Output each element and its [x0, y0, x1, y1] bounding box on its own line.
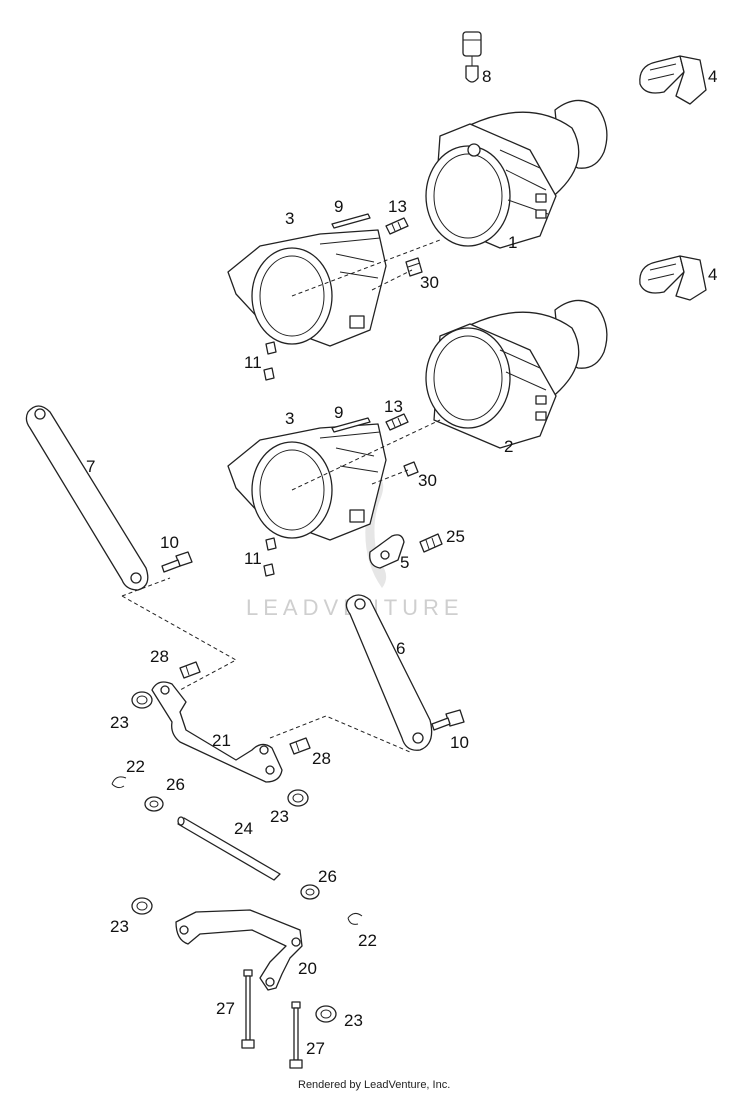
part-6-bracket-arm: [345, 594, 433, 751]
callout-5: 5: [400, 553, 409, 572]
part-28-bolt-top: [179, 661, 201, 679]
assembly-line-middle: [291, 419, 441, 491]
assembly-line-top: [291, 239, 441, 297]
callout-20: 20: [298, 959, 317, 978]
part-21-bracket: [151, 681, 283, 783]
callout-23-4: 23: [344, 1011, 363, 1030]
part-23-bushing-3: [131, 897, 153, 915]
part-9-strip-middle: [331, 417, 371, 433]
part-3-housing-middle: [227, 423, 387, 541]
part-26-washer-1: [144, 796, 164, 812]
callout-22-2: 22: [358, 931, 377, 950]
callout-9-middle: 9: [334, 403, 343, 422]
callout-3-middle: 3: [285, 409, 294, 428]
callout-9-top: 9: [334, 197, 343, 216]
part-28-bolt-middle: [289, 737, 311, 755]
callout-26-2: 26: [318, 867, 337, 886]
callout-10-right: 10: [450, 733, 469, 752]
part-20-bracket: [175, 909, 303, 991]
part-7-bracket-arm: [25, 405, 149, 591]
callout-4-top: 4: [708, 67, 717, 86]
callout-2: 2: [504, 437, 513, 456]
part-26-washer-2: [300, 884, 320, 900]
part-11-screws-top: [263, 341, 277, 381]
callout-23-1: 23: [110, 713, 129, 732]
part-10-bolt-right: [431, 709, 465, 731]
callout-10-left: 10: [160, 533, 179, 552]
callout-27-2: 27: [306, 1039, 325, 1058]
part-27-bolt-1: [241, 969, 255, 1049]
footer-credit: Rendered by LeadVenture, Inc.: [298, 1079, 450, 1091]
callout-13-top: 13: [388, 197, 407, 216]
callout-30-top: 30: [420, 273, 439, 292]
callout-7: 7: [86, 457, 95, 476]
callout-25: 25: [446, 527, 465, 546]
callout-30-middle: 30: [418, 471, 437, 490]
callout-8: 8: [482, 67, 491, 86]
part-23-bushing-1: [131, 691, 153, 709]
part-13-screw-middle: [385, 413, 409, 431]
part-10-bolt-left: [161, 551, 193, 573]
part-9-strip-top: [331, 213, 371, 229]
part-22-clip-2: [347, 912, 363, 925]
callout-26-1: 26: [166, 775, 185, 794]
connection-line-left: [121, 577, 238, 691]
callout-labels: 8 4 9 13 3 1 30 4 11 9 13 3 2 7 30 10 25…: [86, 67, 717, 1058]
callout-21: 21: [212, 731, 231, 750]
callout-28-middle: 28: [312, 749, 331, 768]
callout-27-1: 27: [216, 999, 235, 1018]
part-24-shaft: [177, 816, 281, 881]
part-5-clip: [369, 534, 405, 569]
part-4-bulb-middle: [639, 255, 707, 301]
part-3-housing-top: [227, 229, 387, 347]
part-30-nut-middle: [403, 461, 419, 477]
part-4-bulb-top: [639, 55, 707, 105]
part-8-bulb: [462, 31, 482, 83]
part-25-spring: [419, 533, 443, 553]
callout-23-2: 23: [270, 807, 289, 826]
connection-line-right: [269, 715, 411, 753]
callout-4-middle: 4: [708, 265, 717, 284]
part-23-bushing-4: [315, 1005, 337, 1023]
callout-22-1: 22: [126, 757, 145, 776]
part-1-headlight: [425, 99, 608, 249]
callout-6: 6: [396, 639, 405, 658]
part-22-clip-1: [111, 776, 127, 789]
part-2-headlight: [425, 299, 608, 449]
callout-24: 24: [234, 819, 253, 838]
callout-28-top: 28: [150, 647, 169, 666]
callout-1: 1: [508, 233, 517, 252]
part-11-screws-middle: [263, 537, 277, 577]
part-23-bushing-2: [287, 789, 309, 807]
callout-23-3: 23: [110, 917, 129, 936]
part-13-screw-top: [385, 217, 409, 235]
callout-11-top: 11: [244, 353, 262, 372]
callout-3-top: 3: [285, 209, 294, 228]
callout-11-middle: 11: [244, 549, 262, 568]
callout-13-middle: 13: [384, 397, 403, 416]
part-27-bolt-2: [289, 1001, 303, 1069]
